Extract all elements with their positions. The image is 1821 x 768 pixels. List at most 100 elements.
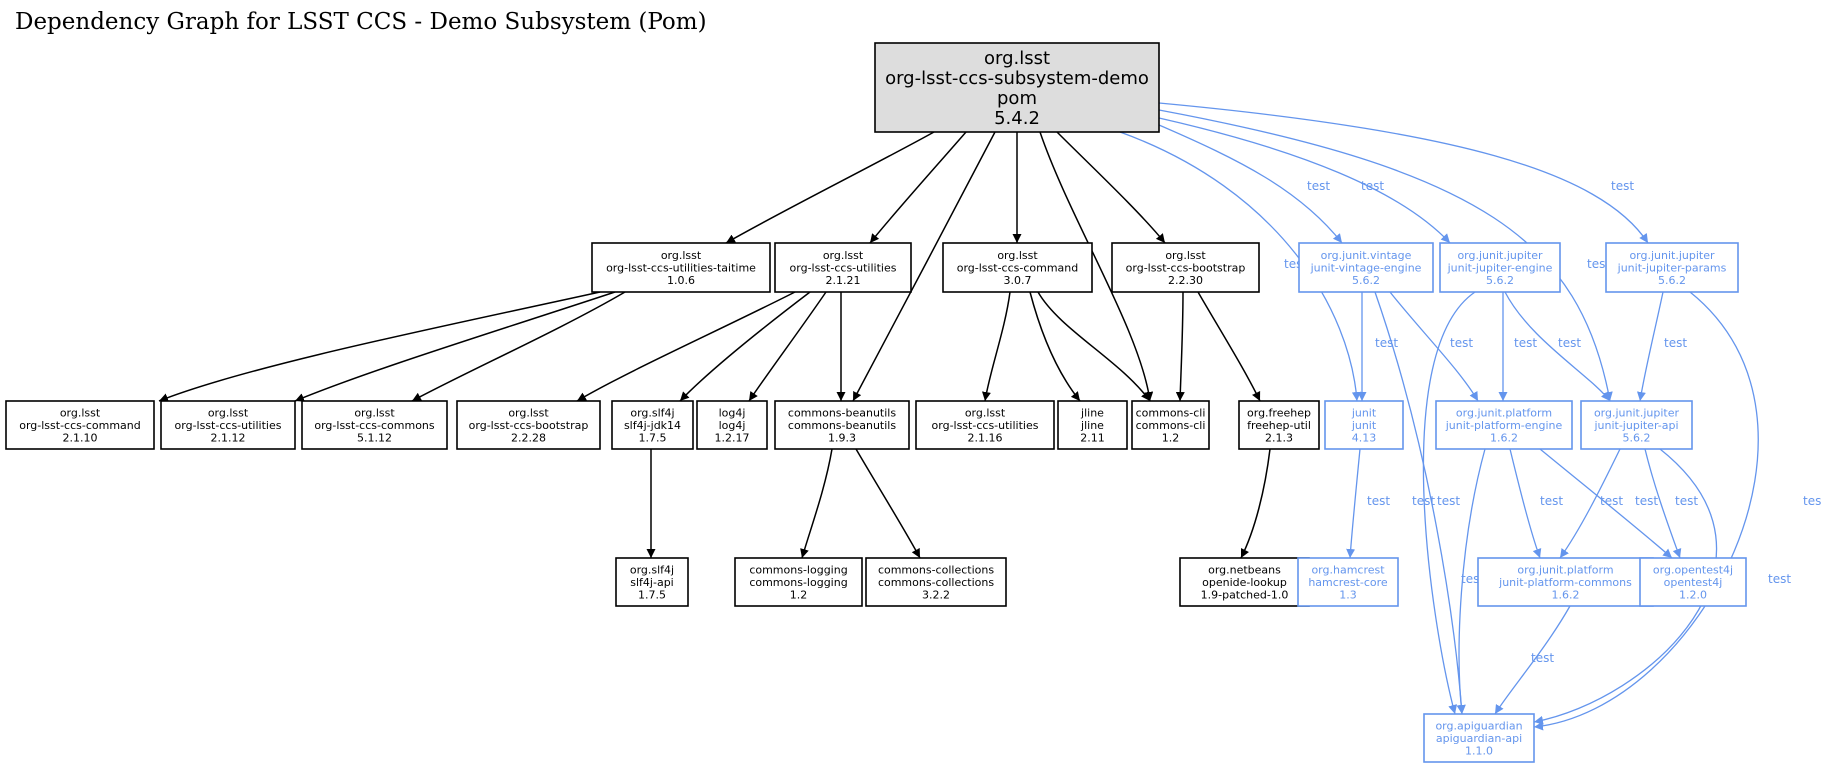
edge-label-test: test — [1437, 494, 1460, 508]
nodes-layer: org.lsstorg-lsst-ccs-subsystem-demopom5.… — [5, 42, 1747, 763]
edge-bootstrap-2230-to-freehep-util — [1197, 291, 1261, 402]
node-label-line: org.lsst — [354, 407, 395, 420]
node-label-line: junit — [1351, 419, 1377, 432]
node-box — [160, 400, 296, 450]
node-box — [1057, 400, 1128, 450]
node-label-line: freehep-util — [1247, 419, 1311, 432]
node-box — [734, 557, 863, 607]
node-label-line: 2.1.10 — [63, 431, 98, 444]
edge-root-to-beanutils — [852, 131, 996, 402]
graph-title: Dependency Graph for LSST CCS - Demo Sub… — [15, 9, 707, 35]
edge-label-test: test — [1514, 336, 1537, 350]
node-label-line: 2.1.3 — [1265, 431, 1293, 444]
node-label-line: commons-beanutils — [788, 407, 896, 420]
edge-jupiter-api-to-opentest4j — [1644, 448, 1682, 559]
edge-jupiter-api-to-platform-commons — [1559, 448, 1621, 559]
node-label-line: org.lsst — [208, 407, 249, 420]
edge-label-test: test — [1361, 179, 1384, 193]
node-box — [591, 242, 771, 293]
node-box — [1423, 713, 1535, 763]
edge-label-test: test — [1375, 336, 1398, 350]
node-label-line: org.junit.jupiter — [1457, 249, 1543, 262]
node-label-line: org-lsst-ccs-utilities — [932, 419, 1039, 432]
node-platform-commons: org.junit.platformjunit-platform-commons… — [1477, 557, 1654, 607]
node-label-line: 5.6.2 — [1486, 274, 1514, 287]
node-label-line: commons-cli — [1136, 419, 1206, 432]
node-label-line: org.junit.vintage — [1321, 249, 1412, 262]
node-label-line: log4j — [719, 419, 746, 432]
node-jupiter-params: org.junit.jupiterjunit-jupiter-params5.6… — [1605, 242, 1739, 293]
node-box — [1477, 557, 1654, 607]
edge-freehep-util-to-openide-lookup — [1240, 448, 1271, 559]
node-label-line: org.lsst — [984, 48, 1050, 69]
edge-label-test: test — [1675, 494, 1698, 508]
node-label-line: 5.1.12 — [357, 431, 392, 444]
node-label-line: org.lsst — [508, 407, 549, 420]
edge-utilities-2121-to-log4j — [748, 291, 827, 402]
edge-label-test: test — [1367, 494, 1390, 508]
edge-jupiter-params-to-jupiter-api — [1636, 291, 1664, 402]
node-label-line: commons-beanutils — [788, 419, 896, 432]
node-label-line: 3.2.2 — [922, 588, 950, 601]
node-label-line: 5.6.2 — [1658, 274, 1686, 287]
edge-label-test: test — [1664, 336, 1687, 350]
edge-jupiter-api-to-apiguardian — [1533, 448, 1718, 725]
edge-label-test: test — [1558, 336, 1581, 350]
node-label-line: org.junit.jupiter — [1629, 249, 1715, 262]
node-box — [942, 242, 1093, 293]
node-box — [1238, 400, 1320, 450]
node-label-line: junit — [1351, 407, 1377, 420]
node-box — [611, 400, 694, 450]
node-label-line: org-lsst-ccs-utilities — [175, 419, 282, 432]
node-box — [1439, 242, 1561, 293]
node-label-line: commons-logging — [749, 564, 847, 577]
node-utilities-taitime: org.lsstorg-lsst-ccs-utilities-taitime1.… — [591, 242, 771, 293]
node-label-line: log4j — [719, 407, 746, 420]
node-label-line: org.opentest4j — [1653, 564, 1733, 577]
edge-platform-engine-to-opentest4j — [1539, 448, 1673, 559]
node-box — [696, 400, 768, 450]
node-box — [1435, 400, 1573, 450]
node-label-line: junit-platform-commons — [1498, 576, 1632, 589]
edge-utilities-2121-to-bootstrap-2228 — [576, 291, 796, 402]
node-label-line: 5.4.2 — [994, 108, 1040, 129]
node-box — [874, 42, 1160, 133]
edge-label-test: test — [1611, 179, 1634, 193]
node-jupiter-engine: org.junit.jupiterjunit-jupiter-engine5.6… — [1439, 242, 1561, 293]
edge-label-test: test — [1587, 257, 1610, 271]
node-label-line: org-lsst-ccs-command — [957, 261, 1079, 274]
node-label-line: hamcrest-core — [1308, 576, 1388, 589]
edge-beanutils-to-commons-collections — [855, 448, 921, 559]
edge-command-307-to-commons-cli — [1037, 291, 1151, 402]
edge-root-to-utilities-2121 — [869, 131, 967, 244]
node-label-line: junit-jupiter-params — [1617, 261, 1727, 274]
node-label-line: 1.3 — [1339, 588, 1357, 601]
node-label-line: 1.7.5 — [639, 431, 667, 444]
node-box — [1605, 242, 1739, 293]
edge-label-test: test — [1768, 572, 1791, 586]
node-label-line: 2.11 — [1080, 431, 1105, 444]
node-label-line: org.lsst — [965, 407, 1006, 420]
edge-jupiter-engine-to-apiguardian — [1422, 291, 1476, 715]
edge-root-to-jupiter-api — [1158, 109, 1613, 402]
node-label-line: 1.2.0 — [1679, 588, 1707, 601]
node-label-line: 1.9.3 — [828, 431, 856, 444]
node-label-line: opentest4j — [1664, 576, 1723, 589]
node-label-line: 1.7.5 — [638, 588, 666, 601]
edge-root-to-junit — [1119, 131, 1361, 402]
node-openide-lookup: org.netbeansopenide-lookup1.9-patched-1.… — [1179, 557, 1310, 607]
node-label-line: 2.2.28 — [511, 431, 546, 444]
node-label-line: commons-collections — [878, 576, 994, 589]
edge-label-test: test — [1531, 651, 1554, 665]
